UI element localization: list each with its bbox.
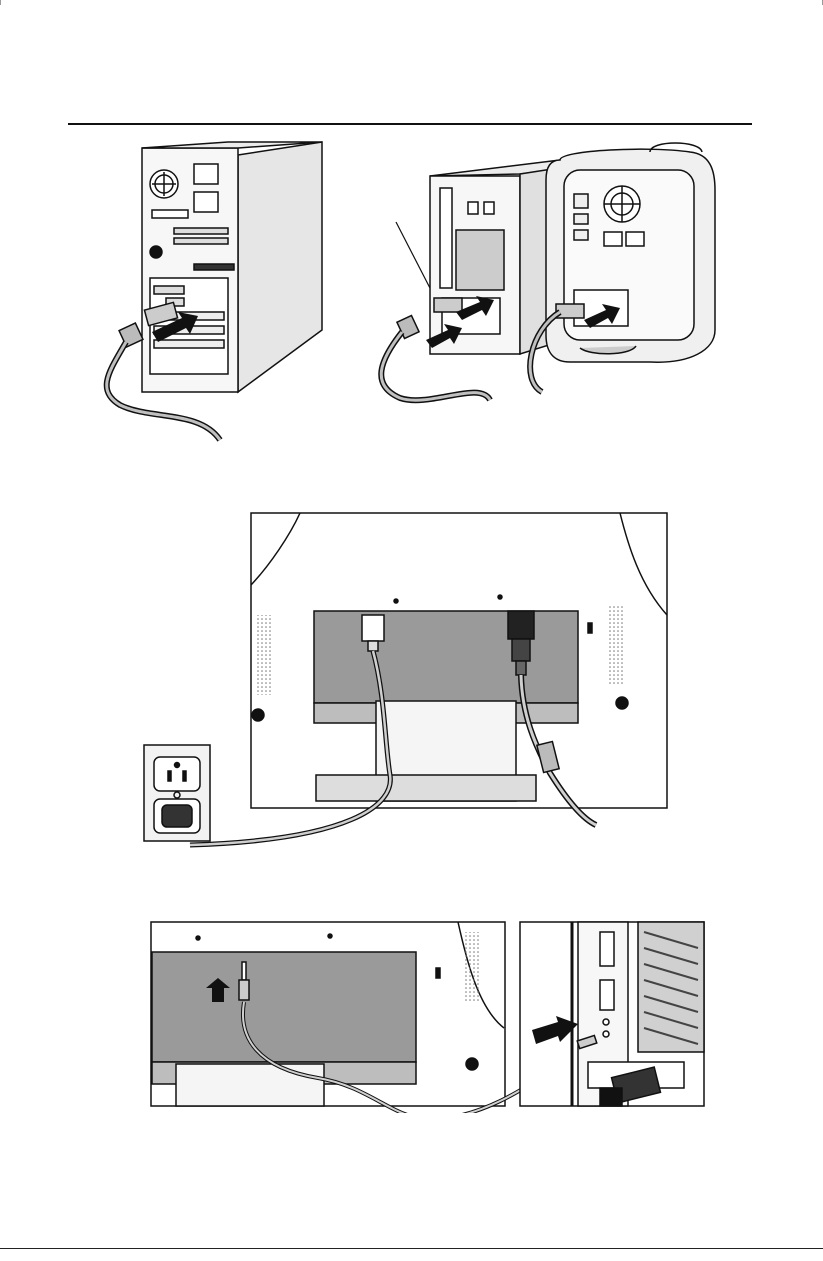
wall-outlet-icon xyxy=(144,745,210,841)
footer-rule xyxy=(0,1248,823,1249)
figure-pc-connection xyxy=(90,130,750,450)
figure-monitor-power-signal xyxy=(140,505,680,855)
figure-audio-connection xyxy=(148,918,708,1113)
crop-mark-left xyxy=(0,0,1,5)
header-rule xyxy=(68,123,752,125)
computer-tower-icon xyxy=(142,142,322,392)
mac-tower-icon xyxy=(546,143,715,362)
